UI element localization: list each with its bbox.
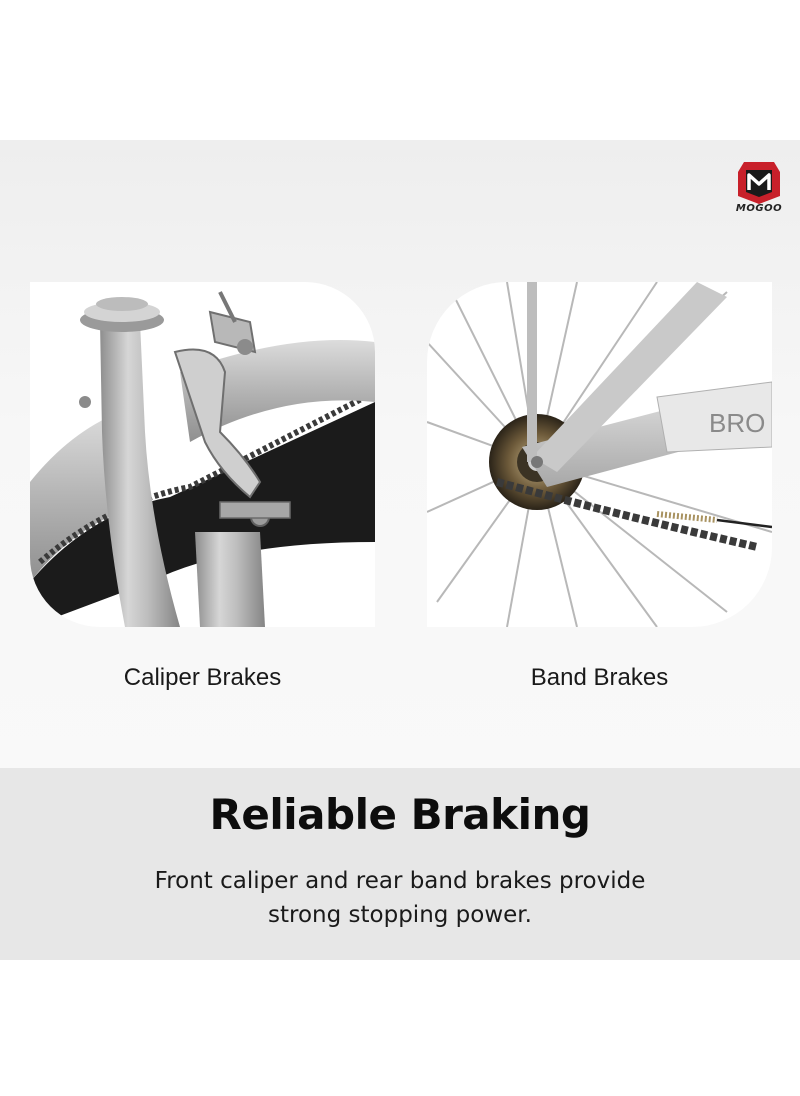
section-title: Reliable Braking <box>209 790 591 839</box>
frame-brand-text: BRO <box>709 408 765 438</box>
brand-logo-text: MOGOO <box>735 203 783 214</box>
caliper-brake-photo <box>30 282 375 627</box>
info-band <box>0 768 800 960</box>
brand-logo-icon <box>738 162 780 204</box>
band-brake-photo: BRO <box>427 282 772 627</box>
section-description: Front caliper and rear band brakes provi… <box>154 868 646 928</box>
caliper-brakes-label: Caliper Brakes <box>123 664 282 691</box>
band-brakes-label: Band Brakes <box>530 664 669 691</box>
